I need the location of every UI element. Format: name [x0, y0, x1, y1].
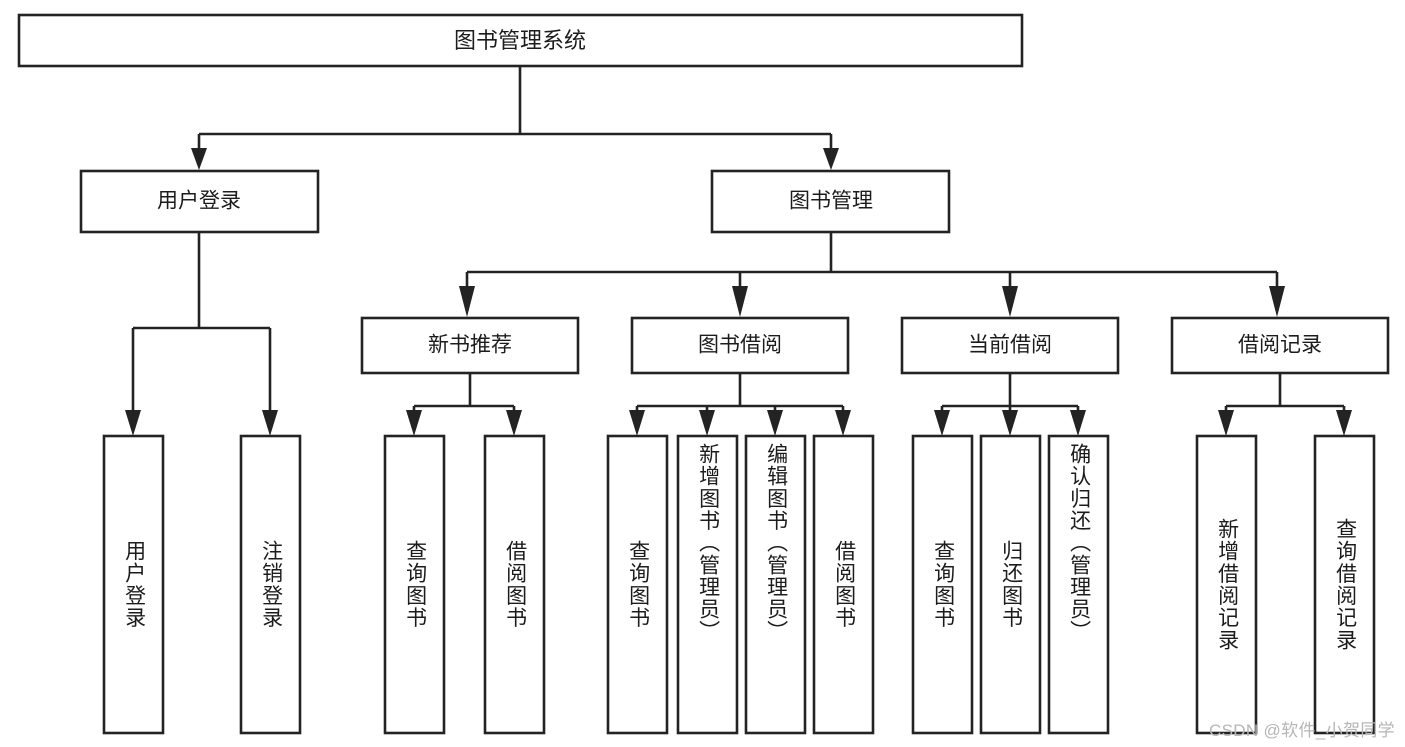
node-leaf-query-book-1-box[interactable] [383, 434, 446, 735]
node-new-book-rec-label: 新书推荐 [428, 334, 512, 357]
arrow-head-leaf-add-book [699, 410, 715, 436]
node-borrow-record-label: 借阅记录 [1238, 334, 1322, 357]
node-borrow-record-box[interactable] [1170, 316, 1390, 375]
arrow-head-new-book-rec [459, 286, 475, 317]
node-leaf-user-logout-box[interactable] [239, 434, 302, 735]
arrow-head-leaf-add-record [1218, 410, 1234, 436]
connector-group-user-login [125, 232, 278, 436]
node-leaf-user-login-box[interactable] [102, 434, 165, 735]
node-book-borrow[interactable]: 图书借阅 [630, 316, 850, 375]
node-book-manage-box[interactable] [710, 169, 951, 234]
connector-group-current-borrow [934, 373, 1086, 436]
node-leaf-query-record-box[interactable] [1313, 434, 1376, 735]
node-leaf-add-record-box[interactable] [1195, 434, 1258, 735]
arrow-head-leaf-query-record [1336, 410, 1352, 436]
node-root-box[interactable] [17, 13, 1024, 68]
node-book-borrow-label: 图书借阅 [698, 334, 782, 357]
node-current-borrow[interactable]: 当前借阅 [900, 316, 1120, 375]
arrow-head-leaf-query-book-2 [629, 410, 645, 436]
node-borrow-record[interactable]: 借阅记录 [1170, 316, 1390, 375]
arrow-head-leaf-borrow-book-2 [835, 410, 851, 436]
arrow-head-to-user-login [191, 148, 207, 170]
arrow-head-borrow-record [1269, 286, 1285, 317]
node-leaf-query-book-3-box[interactable] [911, 434, 974, 735]
node-leaf-confirm-return-box[interactable] [1047, 434, 1110, 735]
connector-group-borrow-record [1218, 373, 1352, 436]
connector-group-book-manage [459, 232, 1285, 317]
arrow-head-leaf-confirm-return [1070, 410, 1086, 436]
node-user-login-box[interactable] [79, 169, 320, 234]
node-user-login-label: 用户登录 [157, 190, 241, 213]
node-leaf-query-book-2-box[interactable] [606, 434, 669, 735]
node-user-login[interactable]: 用户登录 [79, 169, 320, 234]
arrow-head-leaf-edit-book [767, 410, 783, 436]
node-new-book-rec-box[interactable] [360, 316, 580, 375]
node-current-borrow-box[interactable] [900, 316, 1120, 375]
node-leaf-return-book-box[interactable] [979, 434, 1042, 735]
node-root-label: 图书管理系统 [454, 28, 586, 53]
node-leaf-borrow-book-2-box[interactable] [812, 434, 875, 735]
node-leaf-edit-book-box[interactable] [744, 434, 807, 735]
arrow-head-book-borrow [732, 286, 748, 317]
connector-group-root [191, 66, 839, 170]
node-root[interactable]: 图书管理系统 [17, 13, 1024, 68]
arrow-head-leaf-return-book [1002, 410, 1018, 436]
arrow-head-leaf-user-login [125, 410, 141, 436]
arrow-head-current-borrow [1002, 286, 1018, 317]
node-book-manage-label: 图书管理 [789, 190, 873, 213]
arrow-head-leaf-query-book-3 [934, 410, 950, 436]
connector-group-new-book-rec [406, 373, 522, 436]
csdn-watermark: CSDN @软件_小贺同学 [1208, 721, 1395, 740]
node-book-borrow-box[interactable] [630, 316, 850, 375]
node-new-book-rec[interactable]: 新书推荐 [360, 316, 580, 375]
connector-group-book-borrow [629, 373, 851, 436]
arrow-head-leaf-borrow-book-1 [506, 410, 522, 436]
node-leaf-add-book-box[interactable] [676, 434, 739, 735]
arrow-head-leaf-user-logout [262, 410, 278, 436]
arrow-head-to-book-manage [823, 148, 839, 170]
arrow-head-leaf-query-book-1 [406, 410, 422, 436]
node-book-manage[interactable]: 图书管理 [710, 169, 951, 234]
node-leaf-borrow-book-1-box[interactable] [483, 434, 546, 735]
node-current-borrow-label: 当前借阅 [968, 334, 1052, 357]
